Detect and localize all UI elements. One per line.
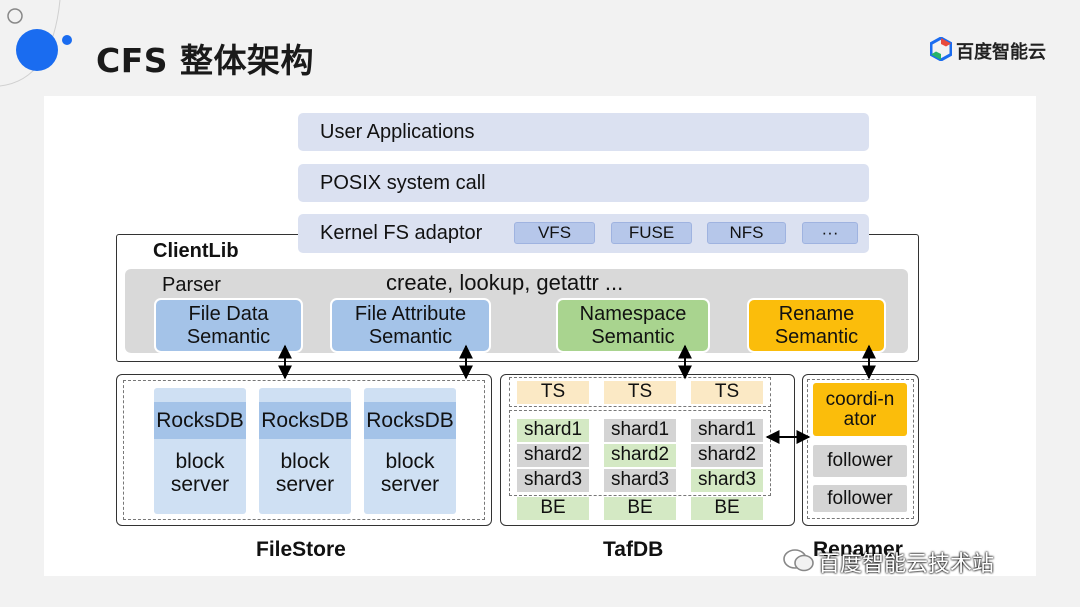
block-server-label-1: block server bbox=[170, 450, 230, 496]
corner-decoration bbox=[0, 0, 72, 87]
tafdb-ts-group bbox=[509, 377, 771, 407]
rocksdb-3: RocksDB bbox=[364, 402, 456, 439]
be-3: BE bbox=[691, 497, 763, 520]
filestore-box bbox=[116, 374, 492, 526]
rocksdb-2: RocksDB bbox=[259, 402, 351, 439]
coordinator: coordi-nator bbox=[813, 383, 907, 436]
parser-label: Parser bbox=[162, 274, 221, 296]
adaptor-vfs: VFS bbox=[514, 222, 595, 244]
block-server-label-3: block server bbox=[380, 450, 440, 496]
parser-operations: create, lookup, getattr ... bbox=[386, 270, 624, 295]
file-attribute-semantic: File Attribute Semantic bbox=[330, 298, 491, 353]
brand-name: 百度智能云 bbox=[956, 42, 1046, 63]
ts-2: TS bbox=[604, 381, 676, 404]
shard2-col3: shard2 bbox=[691, 444, 763, 467]
be-1: BE bbox=[517, 497, 589, 520]
file-data-semantic: File Data Semantic bbox=[154, 298, 303, 353]
kernel-fs-adaptor-label: Kernel FS adaptor bbox=[320, 222, 483, 244]
follower-1: follower bbox=[813, 445, 907, 477]
shard1-col2: shard1 bbox=[604, 419, 676, 442]
be-2: BE bbox=[604, 497, 676, 520]
adaptor-fuse: FUSE bbox=[611, 222, 692, 244]
tafdb-box bbox=[500, 374, 795, 526]
renamer-dashed-group bbox=[807, 379, 914, 519]
shard3-col3: shard3 bbox=[691, 469, 763, 492]
shard3-col1: shard3 bbox=[517, 469, 589, 492]
filestore-dashed-group bbox=[123, 380, 485, 520]
filestore-label: FileStore bbox=[256, 538, 346, 561]
posix-layer: POSIX system call bbox=[298, 164, 869, 202]
ts-1: TS bbox=[517, 381, 589, 404]
block-server-label-2: block server bbox=[275, 450, 335, 496]
shard1-col3: shard1 bbox=[691, 419, 763, 442]
watermark-text: 百度智能云技术站 bbox=[818, 552, 995, 577]
shard2-col1: shard2 bbox=[517, 444, 589, 467]
renamer-box bbox=[802, 374, 919, 526]
page-title: CFS 整体架构 bbox=[96, 41, 315, 80]
shard1-col1: shard1 bbox=[517, 419, 589, 442]
user-applications-layer: User Applications bbox=[298, 113, 869, 151]
adaptor-nfs: NFS bbox=[707, 222, 786, 244]
clientlib-title: ClientLib bbox=[153, 240, 239, 262]
ts-3: TS bbox=[691, 381, 763, 404]
tafdb-shard-group bbox=[509, 410, 771, 496]
wechat-icon bbox=[783, 549, 814, 572]
rocksdb-1: RocksDB bbox=[154, 402, 246, 439]
shard3-col2: shard3 bbox=[604, 469, 676, 492]
brand-logo-icon bbox=[930, 37, 952, 61]
shard2-col2: shard2 bbox=[604, 444, 676, 467]
rename-semantic: Rename Semantic bbox=[747, 298, 886, 353]
tafdb-label: TafDB bbox=[603, 538, 664, 561]
namespace-semantic: Namespace Semantic bbox=[556, 298, 710, 353]
follower-2: follower bbox=[813, 485, 907, 512]
renamer-label: Renamer bbox=[813, 538, 903, 561]
adaptor-more: ··· bbox=[802, 222, 858, 244]
